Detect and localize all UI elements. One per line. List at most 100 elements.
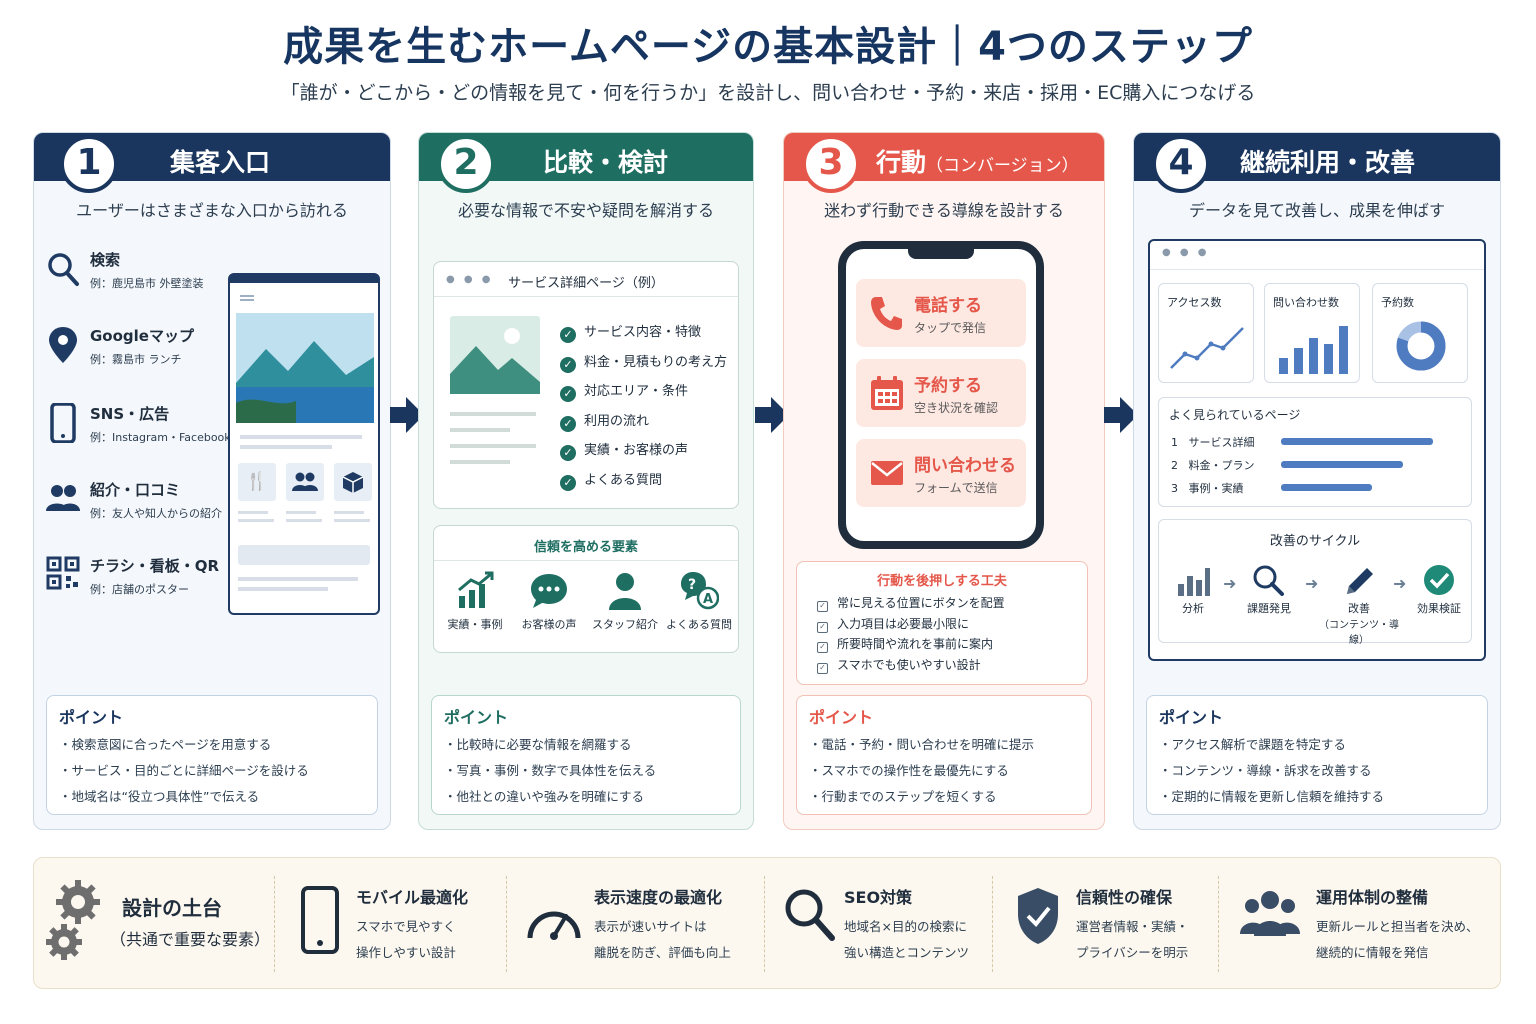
entry-title: 紹介・口コミ: [90, 481, 181, 499]
kpi-reservations: 予約数: [1372, 283, 1468, 383]
cycle-title: 改善のサイクル: [1269, 534, 1361, 549]
speech-bubble-icon: [531, 574, 567, 608]
step-4-header: 4 継続利用・改善: [1134, 133, 1500, 193]
page-share-bar: [1281, 484, 1372, 491]
trust-item: スタッフ紹介: [588, 570, 662, 632]
checkbox-icon: ✓: [817, 662, 828, 674]
bar-chart-icon: [1279, 326, 1348, 374]
gears-icon: [46, 880, 100, 960]
step-2-panel: 2 比較・検討 必要な情報で不安や疑問を解消する ● ● ● サービス詳細ページ…: [418, 132, 754, 830]
step-3-lead: 迷わず行動できる導線を設計する: [824, 201, 1064, 220]
foundation-item-desc: 表示が速いサイトは離脱を防ぎ、評価も向上: [594, 919, 731, 960]
foundation-item-mobile: モバイル最適化 スマホで見やすく操作しやすい設計: [300, 858, 500, 990]
entry-example: 例：鹿児島市 外壁塗装: [90, 277, 204, 290]
point-item: ・検索意図に合ったページを用意する: [59, 737, 272, 752]
qr-code-icon: [46, 556, 80, 590]
entry-title: SNS・広告: [90, 405, 170, 423]
action-title: 電話する: [914, 296, 982, 316]
page-share-bar: [1281, 461, 1403, 468]
staff-icon: [609, 573, 641, 610]
page-rank-row: 3 事例・実績: [1171, 482, 1244, 495]
foundation-item-seo: SEO対策 地域名×目的の検索に強い構造とコンテンツ: [784, 858, 990, 990]
tip-item: ✓所要時間や流れを事前に案内: [817, 634, 1067, 655]
svg-text:A: A: [703, 592, 713, 607]
point-item: ・写真・事例・数字で具体性を伝える: [444, 763, 657, 778]
checkbox-icon: ✓: [817, 642, 828, 653]
search-icon: [48, 253, 79, 286]
kpi-access: アクセス数: [1158, 283, 1254, 383]
donut-chart-icon: [1396, 321, 1446, 371]
conversion-tips: 行動を後押しする工夫 ✓常に見える位置にボタンを配置 ✓入力項目は必要最小限に …: [796, 561, 1088, 685]
step-2-number: 2: [437, 135, 495, 193]
point-heading: ポイント: [809, 708, 874, 727]
page-mock-title: サービス詳細ページ（例）: [508, 276, 664, 291]
step-1-lead: ユーザーはさまざまな入口から訪れる: [76, 201, 348, 220]
group-icon: [286, 463, 324, 501]
call-button[interactable]: 電話する タップで発信: [856, 279, 1026, 347]
step-1-title: 集客入口: [170, 148, 271, 177]
entry-title: Googleマップ: [90, 327, 194, 345]
entry-example: 例：Instagram・Facebook: [90, 431, 231, 444]
step-2-header: 2 比較・検討: [419, 133, 753, 193]
cycle-step: 課題発見: [1229, 564, 1309, 616]
arrow-right-icon: ➜: [1305, 574, 1319, 593]
page-rank-row: 2 料金・プラン: [1171, 459, 1255, 472]
entry-referral: 紹介・口コミ 例：友人や知人からの紹介: [46, 479, 246, 539]
point-item: ・サービス・目的ごとに詳細ページを設ける: [59, 763, 309, 778]
page-share-bar: [1281, 438, 1433, 445]
speedometer-icon: [527, 911, 581, 940]
check-icon: ✓: [560, 356, 576, 373]
cycle-step: 分析: [1153, 564, 1233, 616]
foundation-item-operations: 運用体制の整備 更新ルールと担当者を決め、継続的に情報を発信: [1240, 858, 1496, 990]
step-4-lead: データを見て改善し、成果を伸ばす: [1188, 201, 1445, 220]
checklist-item: ✓料金・見積もりの考え方: [560, 348, 727, 378]
arrow-right-icon: ➜: [1223, 574, 1237, 593]
step-1-points: ポイント ・検索意図に合ったページを用意する ・サービス・目的ごとに詳細ページを…: [46, 695, 378, 815]
check-icon: ✓: [560, 386, 576, 402]
trust-item: 実績・事例: [438, 570, 512, 632]
entry-flyer-qr: チラシ・看板・QR 例：店舗のポスター: [46, 555, 246, 615]
trust-title: 信頼を高める要素: [533, 540, 638, 555]
checklist-item: ✓よくある質問: [560, 466, 727, 496]
action-sub: 空き状況を確認: [914, 401, 999, 415]
page-rank-row: 1 サービス詳細: [1171, 436, 1255, 449]
check-icon: ✓: [560, 445, 576, 461]
inquiry-button[interactable]: 問い合わせる フォームで送信: [856, 439, 1026, 507]
check-circle-icon: [1424, 565, 1454, 595]
step-4-title: 継続利用・改善: [1240, 148, 1416, 177]
checklist-item: ✓サービス内容・特徴: [560, 318, 727, 348]
cycle-step: 効果検証: [1399, 564, 1479, 616]
landscape-image-icon: [236, 313, 374, 423]
tip-item: ✓常に見える位置にボタンを配置: [817, 593, 1067, 614]
entry-title: 検索: [90, 251, 121, 269]
calendar-icon: [871, 376, 903, 410]
entry-example: 例：友人や知人からの紹介: [90, 507, 222, 520]
foundation-subtitle: （共通で重要な要素）: [110, 930, 271, 949]
bar-chart-icon: [1178, 568, 1210, 596]
tip-item: ✓スマホでも使いやすい設計: [817, 655, 1067, 676]
foundation-title: 設計の土台: [122, 896, 222, 920]
page-title: 成果を生むホームページの基本設計｜4つのステップ: [283, 24, 1253, 70]
mobile-icon: [301, 886, 339, 954]
checkbox-icon: ✓: [817, 601, 828, 612]
checklist-item: ✓対応エリア・条件: [560, 377, 727, 407]
pencil-icon: [1347, 568, 1373, 594]
step-4-points: ポイント ・アクセス解析で課題を特定する ・コンテンツ・導線・訴求を改善する ・…: [1146, 695, 1488, 815]
check-icon: ✓: [560, 415, 576, 432]
foundation-item-desc: スマホで見やすく操作しやすい設計: [356, 919, 456, 960]
action-title: 問い合わせる: [914, 456, 1016, 476]
tip-item: ✓入力項目は必要最小限に: [817, 614, 1067, 635]
window-dots-icon: ● ● ●: [1162, 247, 1210, 258]
reserve-button[interactable]: 予約する 空き状況を確認: [856, 359, 1026, 427]
step-2-points: ポイント ・比較時に必要な情報を網羅する ・写真・事例・数字で具体性を伝える ・…: [431, 695, 741, 815]
line-chart-icon: [1170, 327, 1244, 369]
arrow-right-icon: ➜: [1393, 574, 1407, 593]
check-icon: ✓: [560, 327, 576, 343]
page-subtitle: 「誰が・どこから・どの情報を見て・何を行うか」を設計し、問い合わせ・予約・来店・…: [280, 82, 1256, 104]
step-1-number: 1: [60, 135, 118, 193]
point-heading: ポイント: [59, 708, 124, 727]
foundation-item-speed: 表示速度の最適化 表示が速いサイトは離脱を防ぎ、評価も向上: [526, 858, 758, 990]
foundation-item-desc: 地域名×目的の検索に強い構造とコンテンツ: [844, 919, 970, 960]
point-item: ・地域名は“役立つ具体性”で伝える: [59, 789, 260, 804]
window-dots-icon: ● ● ●: [446, 274, 494, 285]
